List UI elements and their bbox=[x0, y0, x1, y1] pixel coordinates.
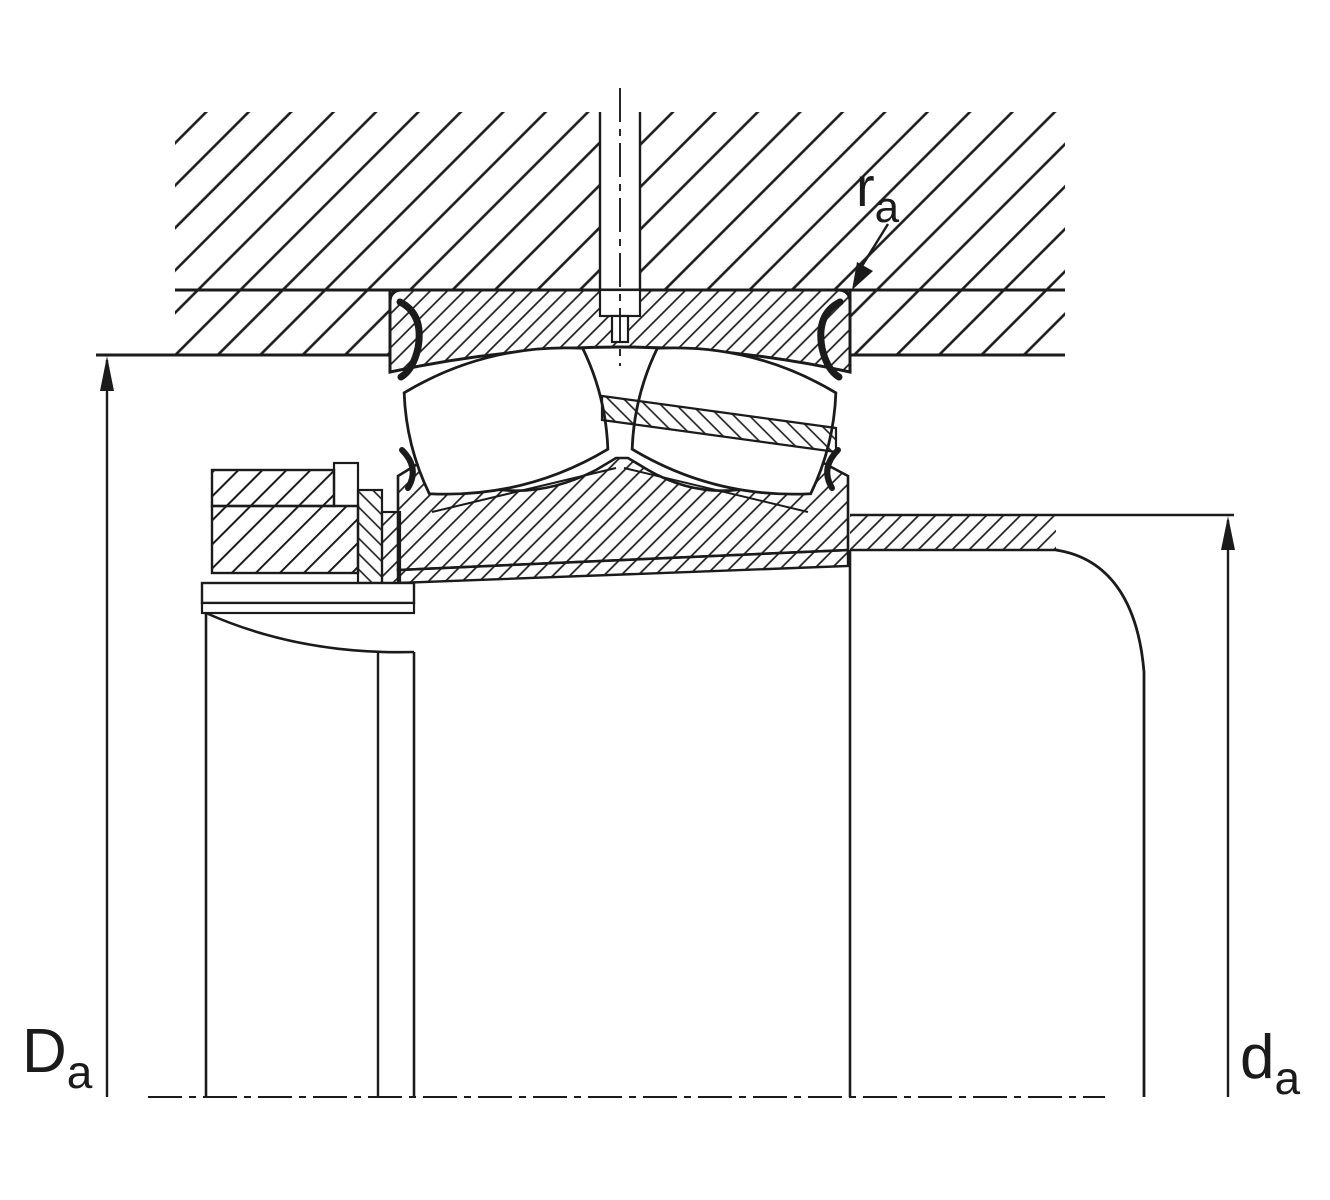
adapter-sleeve-thread bbox=[380, 510, 402, 585]
lock-nut-body bbox=[210, 504, 360, 575]
seal-upper-left bbox=[396, 298, 423, 381]
sleeve-lip-lower bbox=[200, 601, 416, 615]
housing-seat-right bbox=[850, 290, 1065, 355]
seal-lower-left bbox=[399, 447, 416, 491]
da-label-main: d bbox=[1240, 1023, 1274, 1092]
shaft-left bbox=[204, 611, 416, 1097]
roller-left-outline bbox=[402, 346, 610, 496]
cage-bar-left bbox=[431, 467, 617, 513]
ra-label-main: r bbox=[856, 155, 875, 218]
da-label: da bbox=[1240, 1023, 1300, 1104]
lock-washer bbox=[356, 488, 384, 585]
housing-seat-left bbox=[175, 290, 390, 355]
shaft-shoulder-fillet-curve bbox=[1055, 548, 1146, 1097]
lock-nut-flange bbox=[210, 468, 336, 508]
cage-bar-right bbox=[623, 467, 809, 513]
seal-lower-right bbox=[824, 447, 841, 491]
ra-leader-line bbox=[860, 223, 890, 267]
sleeve-nose-curve bbox=[205, 611, 415, 654]
lock-nut-assembly bbox=[200, 461, 416, 615]
Da-label-main: D bbox=[22, 1017, 67, 1086]
sleeve-lip-upper bbox=[200, 581, 416, 605]
da-label-sub: a bbox=[1274, 1052, 1300, 1104]
housing-block-right bbox=[640, 112, 1065, 290]
dimension-Da: Da bbox=[22, 356, 114, 1098]
centerlines bbox=[148, 88, 1105, 1098]
dimension-da: da bbox=[1221, 516, 1300, 1104]
adapter-sleeve-section bbox=[380, 510, 850, 585]
seal-upper-right bbox=[817, 298, 844, 381]
Da-label: Da bbox=[22, 1017, 93, 1098]
roller-left bbox=[402, 346, 610, 496]
ra-leader-arrowhead bbox=[852, 262, 873, 290]
seal-elements bbox=[396, 298, 844, 491]
shaft-right bbox=[848, 513, 1234, 1097]
da-arrowhead bbox=[1221, 516, 1235, 550]
ra-label: ra bbox=[856, 155, 900, 232]
lock-washer-tab bbox=[332, 461, 360, 508]
shaft-abutment-section bbox=[850, 515, 1056, 550]
housing-block-left bbox=[175, 112, 600, 290]
Da-arrowhead bbox=[100, 356, 114, 391]
Da-label-sub: a bbox=[67, 1046, 93, 1098]
callout-ra: ra bbox=[852, 155, 900, 290]
